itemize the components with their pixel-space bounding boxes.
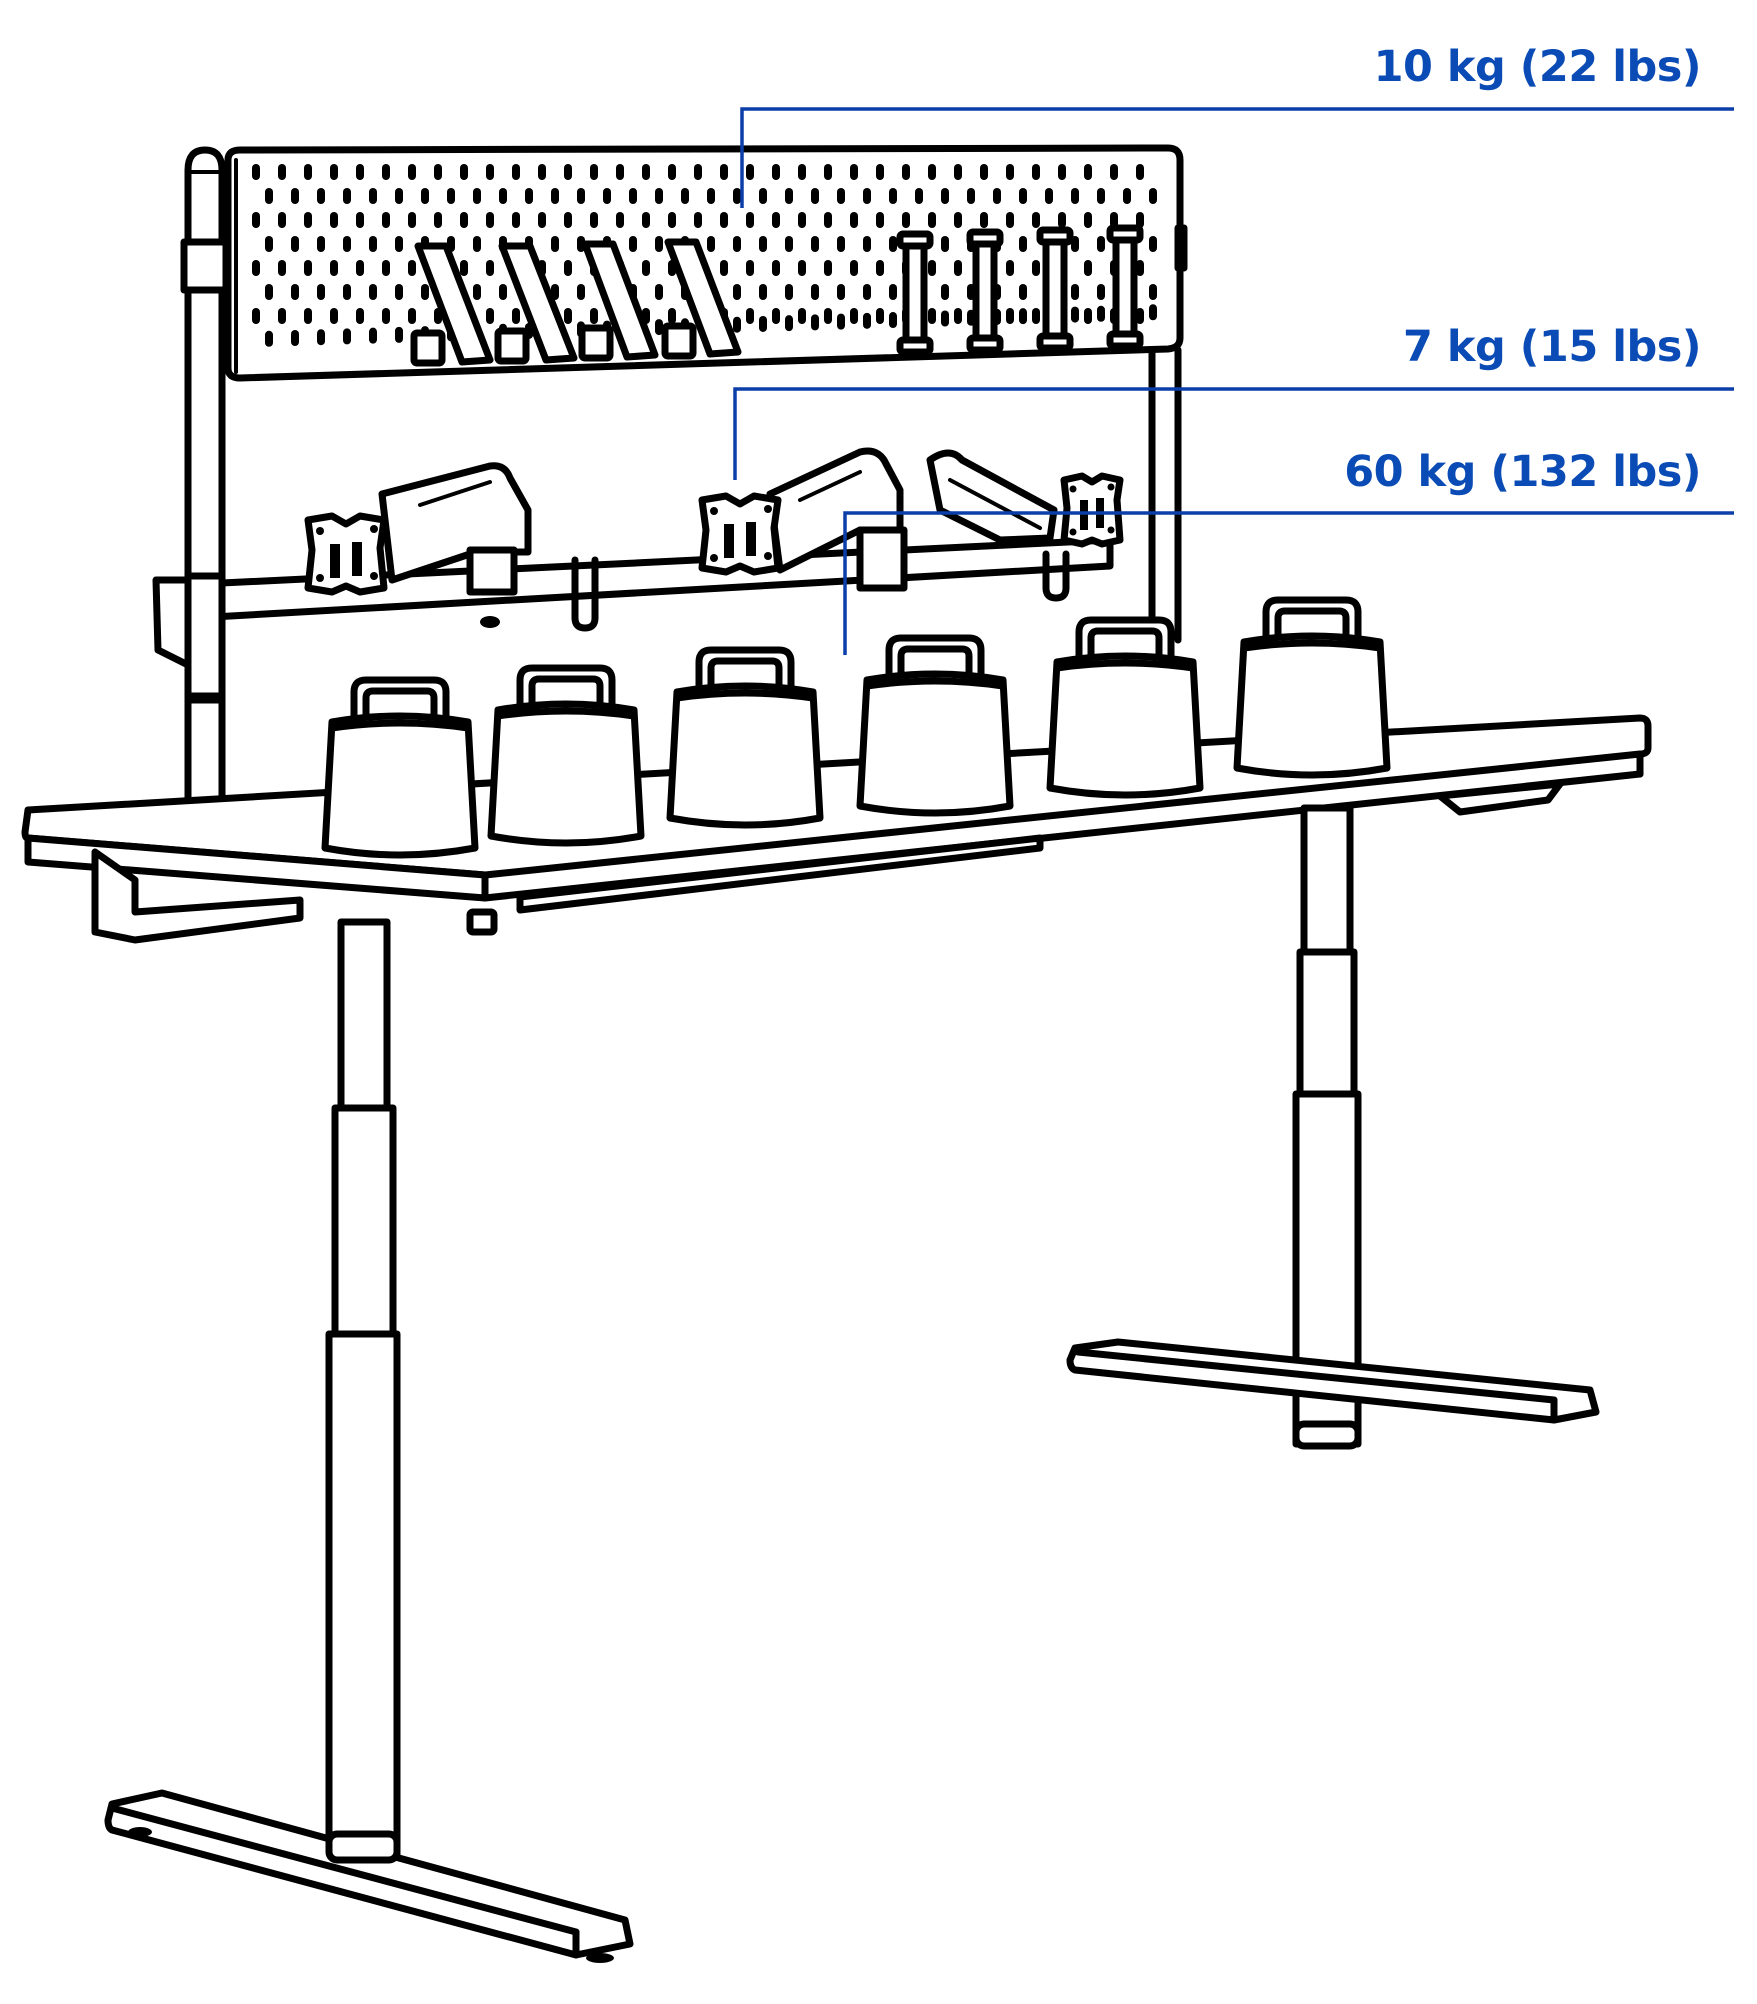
angled-hook xyxy=(494,242,578,365)
vertical-holder xyxy=(966,228,1004,354)
leader-pegboard xyxy=(740,107,1734,208)
desktop xyxy=(21,714,1652,944)
left-leg xyxy=(104,918,634,1963)
weights xyxy=(321,596,1391,859)
monitor-arm-left xyxy=(304,462,532,628)
load-label-desktop: 60 kg (132 lbs) xyxy=(1344,447,1701,497)
monitor-arm-right xyxy=(926,449,1124,548)
weight xyxy=(856,634,1014,817)
pegboard xyxy=(224,144,1188,382)
leader-lines xyxy=(733,107,1734,655)
monitor-arm-center xyxy=(698,447,908,592)
weight xyxy=(1233,596,1391,779)
vertical-holder xyxy=(1036,226,1074,352)
angled-hook xyxy=(661,238,742,360)
right-post xyxy=(1148,346,1182,644)
left-post xyxy=(180,146,230,816)
load-label-pegboard: 10 kg (22 lbs) xyxy=(1373,42,1702,92)
vertical-holder xyxy=(896,230,934,356)
weight xyxy=(666,646,824,829)
weight xyxy=(321,676,479,859)
load-label-monitor-arm: 7 kg (15 lbs) xyxy=(1403,322,1701,372)
leader-monitor-arm xyxy=(733,387,1734,480)
angled-hook xyxy=(410,242,494,367)
weight xyxy=(1046,616,1204,799)
angled-hook xyxy=(578,240,659,362)
right-leg xyxy=(1066,804,1600,1450)
leader-desktop xyxy=(843,511,1734,655)
weight xyxy=(487,664,645,847)
vertical-holder xyxy=(1106,224,1144,350)
